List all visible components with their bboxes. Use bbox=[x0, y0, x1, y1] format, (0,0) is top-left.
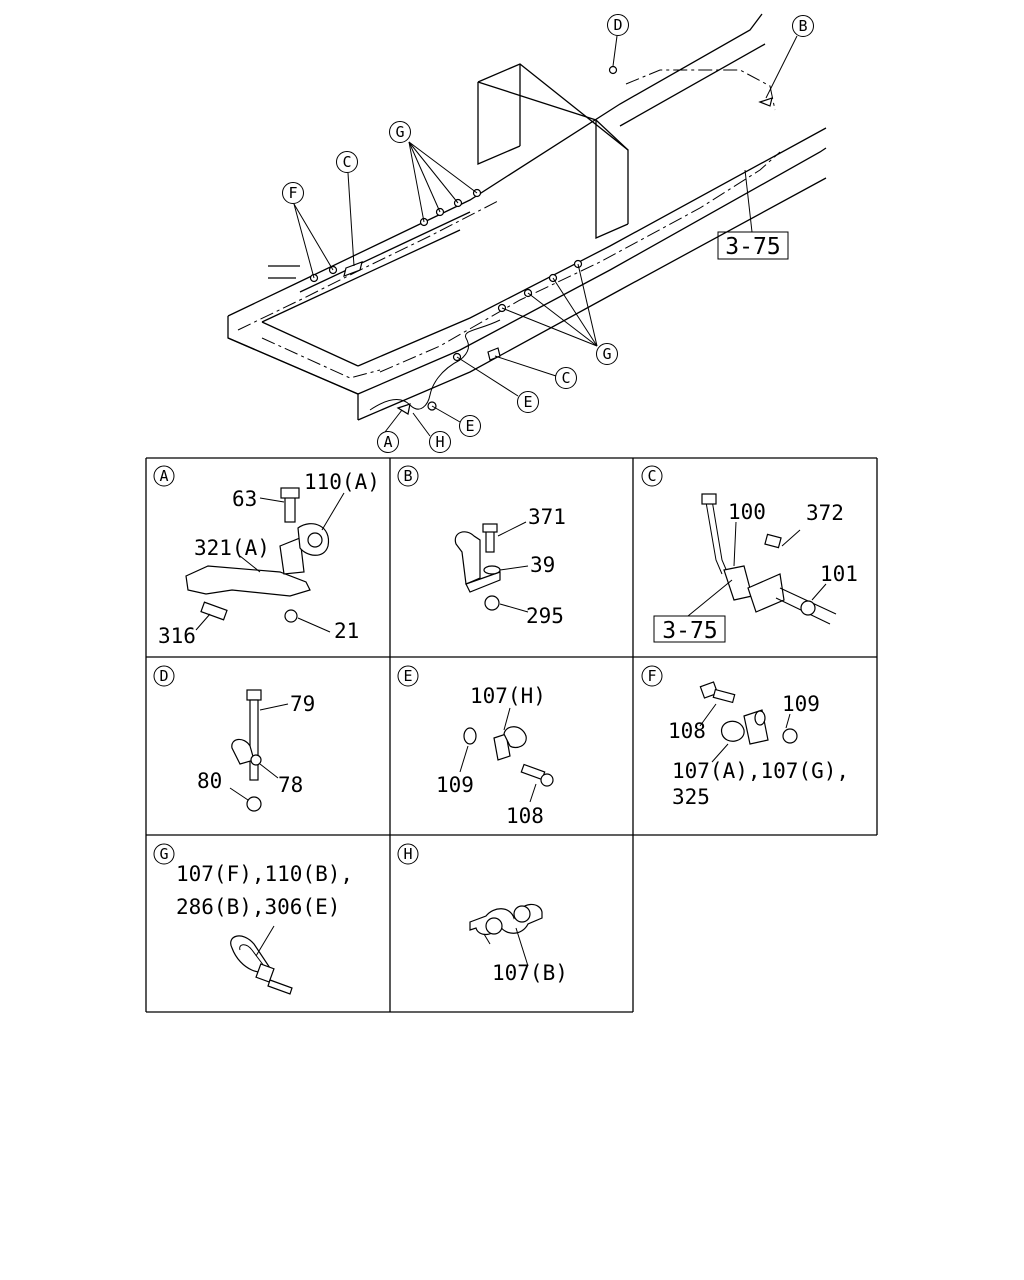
svg-text:80: 80 bbox=[197, 769, 222, 793]
svg-text:E: E bbox=[403, 667, 412, 685]
svg-text:107(H): 107(H) bbox=[470, 684, 546, 708]
callout-c-bottom: C bbox=[555, 367, 577, 389]
svg-text:C: C bbox=[647, 467, 656, 485]
reference-3-75-panel-c: 3-75 bbox=[653, 615, 726, 644]
svg-text:B: B bbox=[798, 17, 807, 35]
svg-text:107(A),107(G),: 107(A),107(G), bbox=[672, 759, 849, 783]
svg-text:B: B bbox=[403, 467, 412, 485]
svg-text:H: H bbox=[435, 433, 444, 451]
svg-text:79: 79 bbox=[290, 692, 315, 716]
callout-g-top: G bbox=[389, 121, 411, 143]
svg-text:101: 101 bbox=[820, 562, 858, 586]
svg-text:295: 295 bbox=[526, 604, 564, 628]
svg-text:107(F),110(B),: 107(F),110(B), bbox=[176, 862, 353, 886]
bracket-drawing bbox=[185, 487, 330, 623]
clip-drawing-f bbox=[699, 681, 798, 745]
callout-h: H bbox=[429, 431, 451, 453]
panel-h: H 107(B) bbox=[397, 843, 568, 985]
svg-text:78: 78 bbox=[278, 773, 303, 797]
callout-g-bottom: G bbox=[596, 343, 618, 365]
svg-text:F: F bbox=[288, 184, 297, 202]
panel-g: G 107(F),110(B), 286(B),306(E) bbox=[153, 843, 353, 995]
callout-a: A bbox=[377, 431, 399, 453]
callout-e-low: E bbox=[459, 415, 481, 437]
callout-e-mid: E bbox=[517, 391, 539, 413]
svg-text:E: E bbox=[523, 393, 532, 411]
svg-text:325: 325 bbox=[672, 785, 710, 809]
svg-text:100: 100 bbox=[728, 500, 766, 524]
panel-b: B 371 39 295 bbox=[397, 465, 566, 628]
clip-bolt-drawing bbox=[231, 689, 262, 812]
svg-text:3-75: 3-75 bbox=[725, 234, 780, 260]
clamp-drawing bbox=[454, 523, 501, 611]
reference-3-75-overview: 3-75 bbox=[717, 231, 789, 260]
chassis-frame-drawing bbox=[227, 13, 827, 437]
detail-grid bbox=[145, 457, 878, 1013]
panel-f: F 109 108 107(A),107(G), 325 bbox=[641, 665, 849, 809]
svg-text:316: 316 bbox=[158, 624, 196, 648]
cable-tie-drawing bbox=[230, 935, 293, 995]
svg-text:G: G bbox=[159, 845, 168, 863]
svg-text:108: 108 bbox=[668, 719, 706, 743]
svg-text:108: 108 bbox=[506, 804, 544, 828]
panel-c: C 100 372 101 3-75 bbox=[641, 465, 858, 644]
svg-text:321(A): 321(A) bbox=[194, 536, 270, 560]
svg-text:372: 372 bbox=[806, 501, 844, 525]
svg-text:109: 109 bbox=[782, 692, 820, 716]
svg-text:39: 39 bbox=[530, 553, 555, 577]
fitting-drawing bbox=[701, 493, 837, 625]
leader-lines bbox=[293, 35, 798, 437]
panel-d: D 79 78 80 bbox=[153, 665, 315, 812]
callout-c-top: C bbox=[336, 151, 358, 173]
callout-f: F bbox=[282, 182, 304, 204]
svg-text:F: F bbox=[647, 667, 656, 685]
svg-text:C: C bbox=[342, 153, 351, 171]
svg-text:110(A): 110(A) bbox=[304, 470, 380, 494]
svg-text:A: A bbox=[159, 467, 168, 485]
svg-text:E: E bbox=[465, 417, 474, 435]
overview-callouts: D B G C F G C E A H E 3-75 bbox=[282, 14, 814, 453]
callout-b: B bbox=[792, 15, 814, 37]
double-clamp-drawing bbox=[469, 903, 543, 945]
svg-text:D: D bbox=[159, 667, 168, 685]
svg-text:C: C bbox=[561, 369, 570, 387]
panel-e: E 107(H) 109 108 bbox=[397, 665, 554, 828]
clip-marks bbox=[309, 65, 773, 415]
svg-text:63: 63 bbox=[232, 487, 257, 511]
svg-text:D: D bbox=[613, 16, 622, 34]
svg-text:21: 21 bbox=[334, 619, 359, 643]
svg-text:371: 371 bbox=[528, 505, 566, 529]
svg-text:G: G bbox=[395, 123, 404, 141]
svg-text:109: 109 bbox=[436, 773, 474, 797]
callout-d: D bbox=[607, 14, 629, 36]
clip-drawing bbox=[463, 726, 554, 787]
svg-text:G: G bbox=[602, 345, 611, 363]
svg-text:3-75: 3-75 bbox=[662, 618, 717, 644]
svg-text:H: H bbox=[403, 845, 412, 863]
svg-text:107(B): 107(B) bbox=[492, 961, 568, 985]
panel-a: A 63 110(A) 321(A) 316 21 bbox=[153, 465, 380, 648]
svg-text:A: A bbox=[383, 433, 392, 451]
svg-text:286(B),306(E): 286(B),306(E) bbox=[176, 895, 340, 919]
